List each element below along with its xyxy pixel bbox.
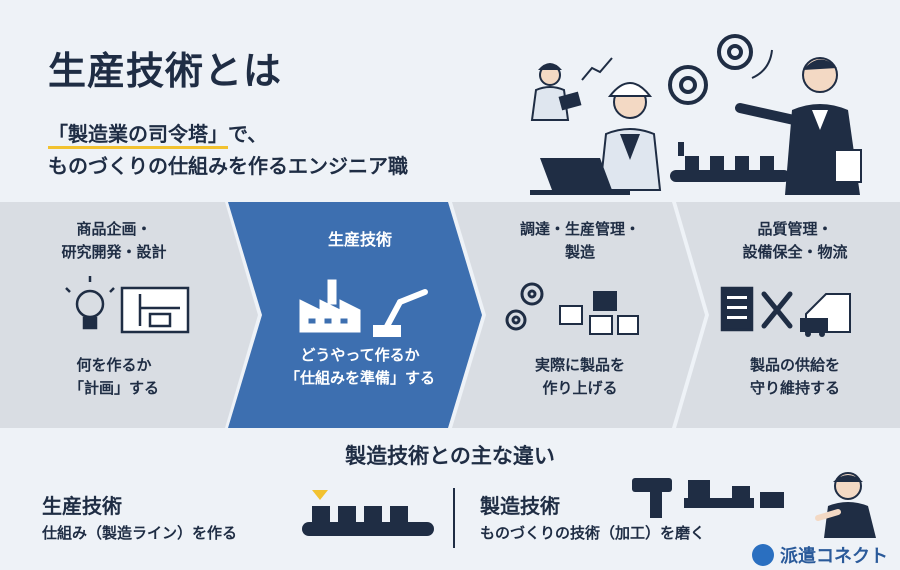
- stage-2-desc: どうやって作るか 「仕組みを準備」する: [250, 344, 470, 390]
- brand-logo: 派遣コネクト: [752, 542, 888, 568]
- stage-2-title-line-1: 生産技術: [327, 230, 392, 249]
- stage-3-desc-line-1: 実際に製品を: [534, 356, 625, 374]
- craftsman-icon: [815, 472, 876, 538]
- diff-left-title: 生産技術: [42, 494, 122, 518]
- machining-tools-illustration: [632, 472, 876, 538]
- gears-icon: [668, 34, 773, 105]
- stage-4-title-line-1: 品質管理・: [757, 220, 833, 238]
- stage-2-desc-line-1: どうやって作るか: [300, 346, 420, 364]
- clipboard-icon: [720, 286, 754, 332]
- diff-right-desc: ものづくりの技術（加工）を磨く: [480, 524, 706, 542]
- brand-icon: [752, 544, 774, 566]
- stage-4-title-line-2: 設備保全・物流: [742, 243, 848, 261]
- blueprint-icon: [120, 286, 190, 334]
- stage-1-desc-line-1: 何を作るか: [76, 356, 152, 374]
- stage-1-desc-line-2: 「計画」する: [68, 379, 159, 397]
- drill-icon: [632, 478, 672, 518]
- stage-4-desc: 製品の供給を 守り維持する: [690, 354, 900, 400]
- diff-left-desc: 仕組み（製造ライン）を作る: [42, 524, 238, 542]
- stage-4-desc-line-2: 守り維持する: [749, 379, 840, 397]
- stage-2-desc-line-2: 「仕組みを準備」する: [284, 369, 435, 387]
- stage-3-title: 調達・生産管理・ 製造: [470, 218, 690, 264]
- stage-3-title-line-2: 製造: [564, 243, 595, 261]
- stage-1-title-line-1: 商品企画・: [76, 220, 152, 238]
- subtitle-line-1: 「製造業の司令塔」で、: [48, 118, 268, 149]
- worker-with-tablet-icon: [530, 57, 613, 121]
- factory-icon: [299, 279, 361, 333]
- boxes-icon: [559, 291, 639, 335]
- brand-name: 派遣コネクト: [780, 546, 888, 567]
- stage-4-title: 品質管理・ 設備保全・物流: [690, 218, 900, 264]
- lathe-icon: [684, 480, 784, 508]
- stage-1-title: 商品企画・ 研究開発・設計: [0, 218, 228, 264]
- gears-icon: [505, 282, 544, 331]
- stage-3-title-line-1: 調達・生産管理・: [519, 220, 640, 238]
- subtitle-highlight: 「製造業の司令塔」: [48, 122, 228, 149]
- stage-2-title: 生産技術: [250, 228, 470, 251]
- manager-pointing-icon: [735, 57, 862, 195]
- stage-4-desc-line-1: 製品の供給を: [749, 356, 840, 374]
- subtitle-line-2: ものづくりの仕組みを作るエンジニア職: [48, 154, 408, 178]
- diff-right-title: 製造技術: [480, 494, 560, 518]
- section-divider: [453, 488, 455, 548]
- differences-heading: 製造技術との主な違い: [345, 444, 555, 468]
- process-flow: [0, 202, 900, 428]
- stage-panel-quality: [676, 202, 900, 428]
- stage-1-desc: 何を作るか 「計画」する: [0, 354, 228, 400]
- lightbulb-icon: [65, 276, 115, 330]
- stage-3-desc: 実際に製品を 作り上げる: [470, 354, 690, 400]
- engineer-at-laptop-icon: [530, 82, 662, 195]
- conveyor-icon: [670, 142, 790, 182]
- hero-illustration: [530, 34, 862, 195]
- stage-3-desc-line-2: 作り上げる: [542, 379, 618, 397]
- subtitle-line-1-rest: で、: [228, 122, 268, 146]
- stage-1-title-line-2: 研究開発・設計: [61, 243, 167, 261]
- page-title: 生産技術とは: [48, 49, 283, 93]
- robot-arm-icon: [373, 289, 428, 337]
- production-line-icon: [302, 490, 434, 536]
- warehouse-truck-icon: [800, 293, 851, 337]
- tools-icon: [761, 291, 793, 329]
